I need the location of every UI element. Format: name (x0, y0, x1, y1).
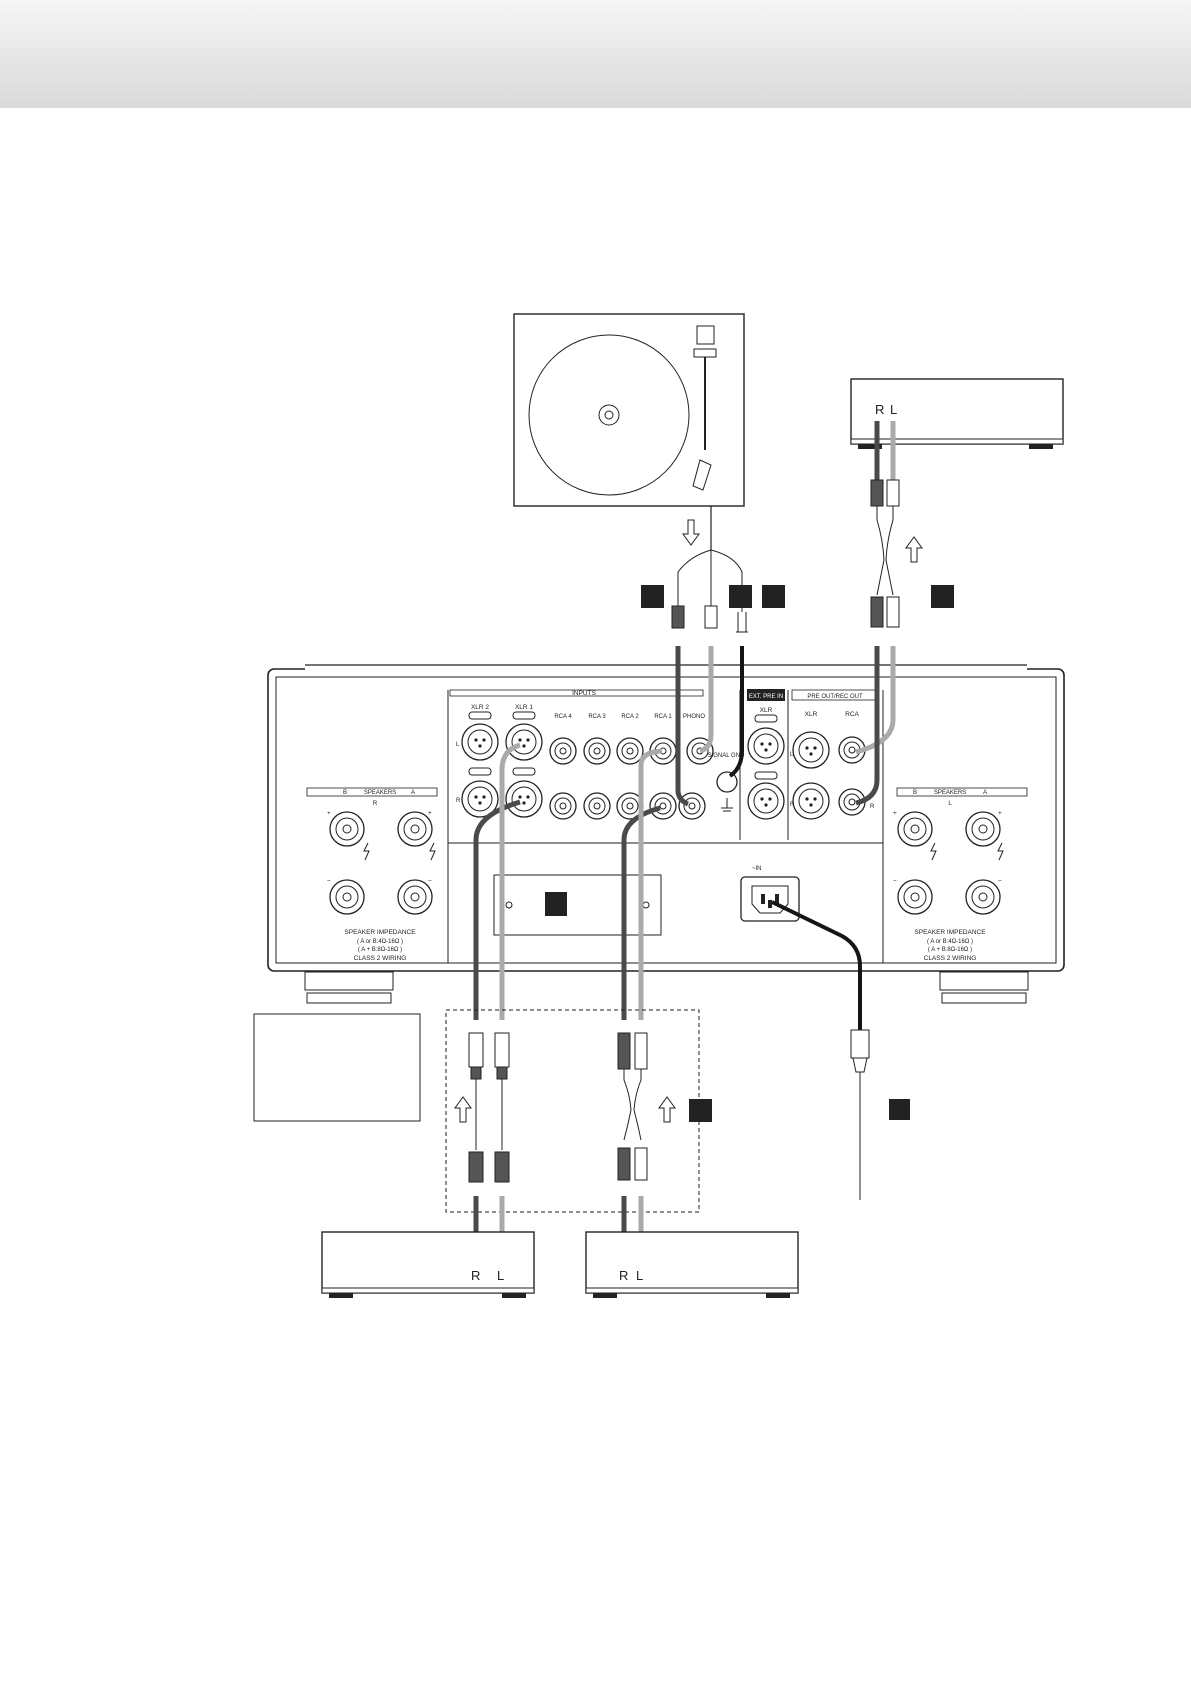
source-cable-area (445, 1009, 700, 1213)
source-rca-l-label: L (636, 1268, 643, 1283)
preout-device: R L (850, 378, 1064, 449)
phono-cable (677, 506, 743, 612)
xlr1-label: XLR 1 (515, 704, 533, 711)
power-cord (771, 900, 910, 1200)
preout-device-r-label: R (875, 402, 884, 417)
spk-right-impedance-title: SPEAKER IMPEDANCE (914, 929, 986, 936)
spk-left-impedance-2: ( A + B:8Ω-16Ω ) (358, 947, 402, 953)
spk-left-impedance-1: ( A or B:4Ω-16Ω ) (357, 939, 403, 945)
preout-r-label: R (870, 804, 875, 810)
xlr1-cables (473, 742, 521, 1020)
note-box (253, 1013, 421, 1122)
source-device-rca: R L (585, 1231, 799, 1298)
spk-right-plus-1: + (893, 810, 897, 817)
rca3-label: RCA 3 (588, 714, 606, 720)
spk-left-b-label: B (343, 790, 347, 796)
speaker-terminals-right: B SPEAKERS A L + + − − SPEAKER IMPEDANCE… (893, 787, 1028, 962)
preout-device-l-label: L (890, 402, 897, 417)
turntable (513, 313, 745, 507)
ext-pre-in-section: EXT. PRE IN XLR (739, 689, 789, 840)
spk-right-minus-1: − (893, 878, 897, 885)
inputs-r-label: R (456, 798, 461, 804)
source-xlr-r-label: R (471, 1268, 480, 1283)
pre-out-label: PRE OUT/REC OUT (807, 694, 863, 700)
inputs-section: INPUTS XLR 2 XLR 1 RCA 4 RCA 3 RCA 2 RCA… (449, 689, 705, 804)
ac-in-label: ~IN (752, 866, 762, 872)
spk-right-minus-2: − (998, 878, 1002, 885)
ext-l-label: L (790, 752, 794, 758)
spk-right-plus-2: + (998, 810, 1002, 817)
source-rca-r-label: R (619, 1268, 628, 1283)
spk-left-plus-2: + (428, 810, 432, 817)
preout-cable (870, 421, 923, 628)
spk-left-ch-label: R (373, 801, 378, 807)
inputs-label: INPUTS (572, 690, 597, 697)
spk-left-plus-1: + (327, 810, 331, 817)
ext-r-label: R (790, 802, 795, 808)
spk-left-speakers-label: SPEAKERS (364, 790, 396, 796)
spk-right-ch-label: L (948, 801, 952, 807)
spk-left-impedance-title: SPEAKER IMPEDANCE (344, 929, 416, 936)
phono-label: PHONO (683, 714, 705, 720)
spk-right-b-label: B (913, 790, 917, 796)
spk-left-class2: CLASS 2 WIRING (354, 955, 407, 962)
signal-gnd-terminal: SIGNAL GND (708, 753, 745, 812)
rca1-label: RCA 1 (654, 714, 672, 720)
spk-right-a-label: A (983, 790, 987, 796)
source-device-xlr: R L (321, 1231, 535, 1298)
signal-gnd-label: SIGNAL GND (708, 753, 745, 759)
rca4-label: RCA 4 (554, 714, 572, 720)
inputs-l-label: L (456, 742, 460, 748)
spk-right-speakers-label: SPEAKERS (934, 790, 966, 796)
step-marker (545, 892, 567, 916)
spk-right-impedance-1: ( A or B:4Ω-16Ω ) (927, 939, 973, 945)
ext-pre-in-label: EXT. PRE IN (749, 694, 783, 700)
preout-rca-label: RCA (845, 711, 859, 718)
spk-right-class2: CLASS 2 WIRING (924, 955, 977, 962)
step-marker (889, 1099, 910, 1120)
preout-xlr-label: XLR (805, 711, 818, 718)
xlr-input-jacks (461, 711, 543, 818)
option-slot-plate (493, 874, 662, 936)
speaker-terminals-left: B SPEAKERS A R + + − − SPEAKER IMPEDANCE… (306, 787, 438, 962)
step-markers (641, 585, 954, 1122)
spk-left-minus-1: − (327, 878, 331, 885)
spk-left-minus-2: − (428, 878, 432, 885)
rca-input-jacks (549, 737, 714, 820)
xlr2-label: XLR 2 (471, 704, 489, 711)
spk-right-impedance-2: ( A + B:8Ω-16Ω ) (928, 947, 972, 953)
preout-cables (855, 646, 896, 806)
phono-plugs (671, 605, 748, 807)
rca1-cables (621, 748, 663, 1020)
header-band (0, 0, 1191, 108)
source-xlr-l-label: L (497, 1268, 504, 1283)
spk-left-a-label: A (411, 790, 415, 796)
rca2-label: RCA 2 (621, 714, 639, 720)
ext-xlr-label: XLR (760, 707, 773, 714)
